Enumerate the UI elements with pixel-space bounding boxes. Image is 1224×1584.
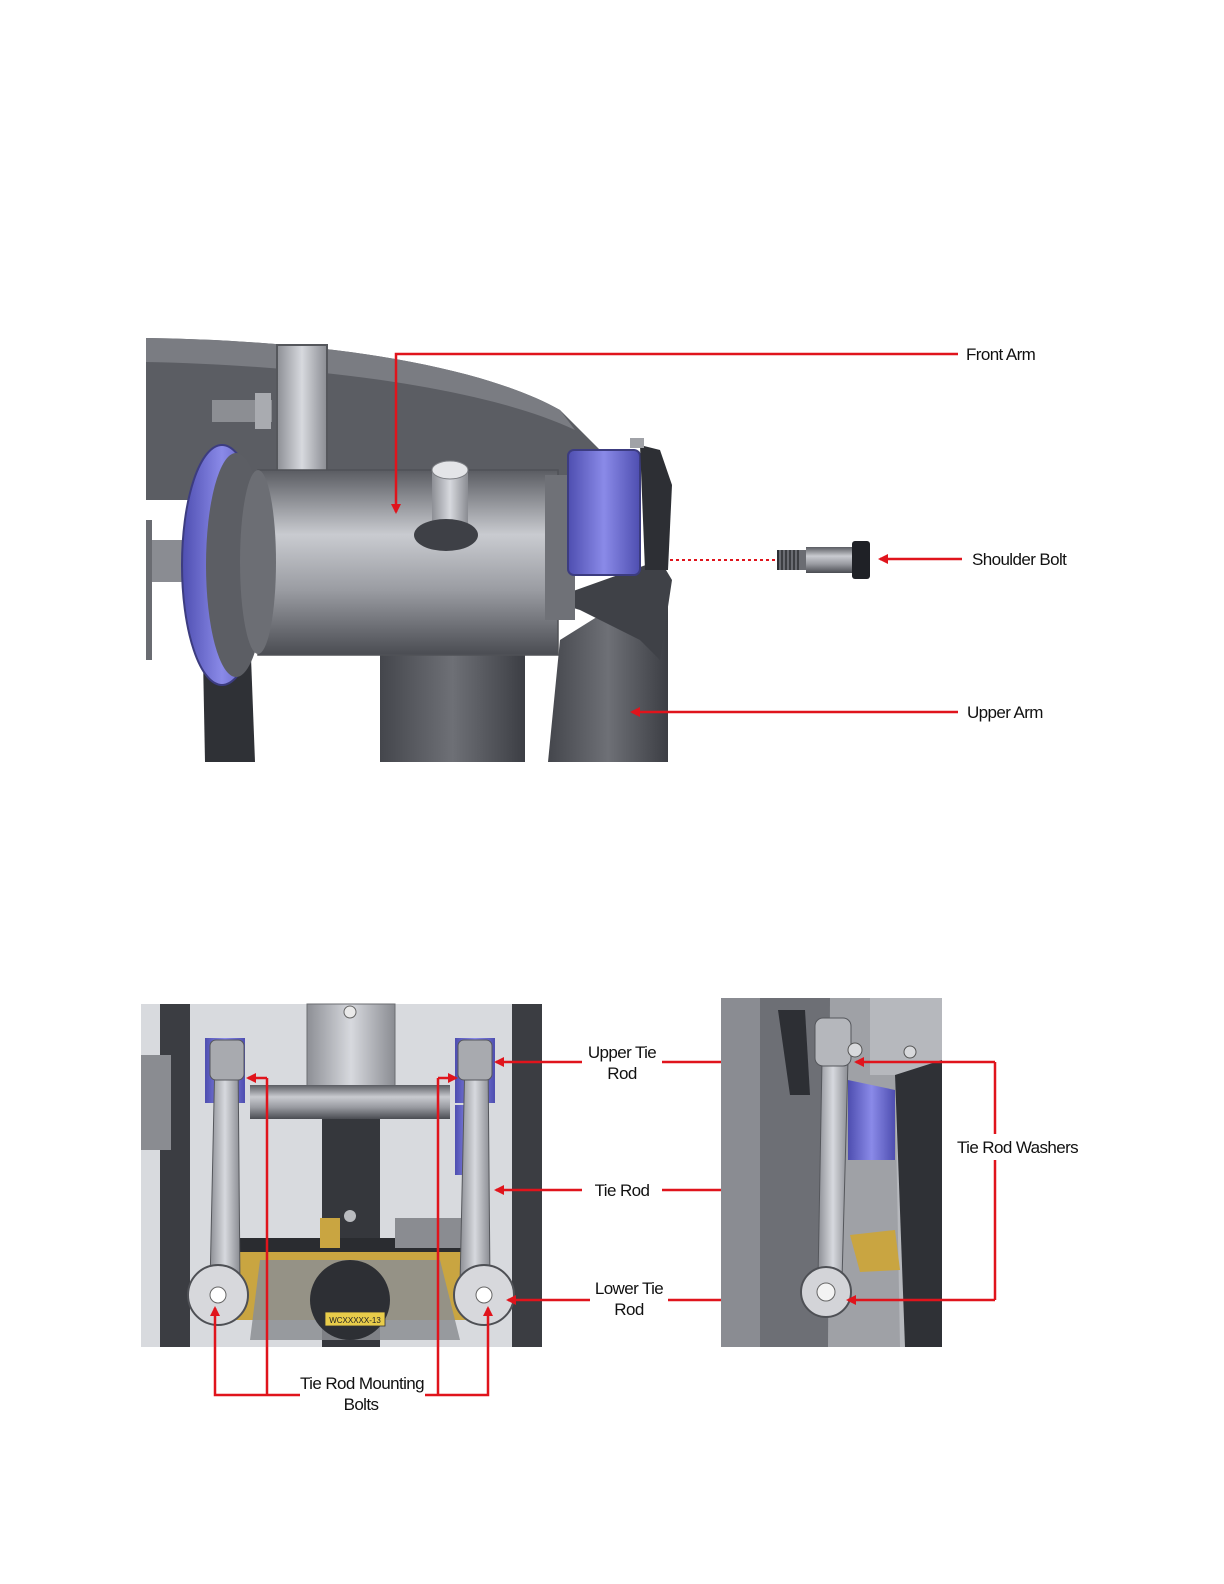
- vertical-post: [277, 345, 327, 475]
- upper-tie-rod-label-line2: Rod: [607, 1064, 637, 1083]
- figure-2-illustration: WCXXXXX-13: [141, 1004, 542, 1347]
- lower-tie-rod-label-line1: Lower Tie: [595, 1279, 663, 1298]
- tie-rod-label: Tie Rod: [595, 1181, 650, 1200]
- shoulder-bolt-label: Shoulder Bolt: [972, 550, 1067, 569]
- figure-1-arm-assembly: Front Arm Shoulder Bolt Upper Arm: [146, 338, 1067, 762]
- part-tag-text: WCXXXXX-13: [329, 1316, 381, 1325]
- lower-tie-rod-label-line2: Rod: [614, 1300, 644, 1319]
- upper-arm-tube-left: [380, 640, 525, 762]
- left-tie-rod: [210, 1055, 240, 1285]
- upper-arm-label: Upper Arm: [967, 703, 1043, 722]
- right-tie-rod: [460, 1055, 490, 1285]
- shoulder-bolt: [778, 541, 870, 579]
- figure-3-illustration: [721, 998, 942, 1347]
- mounting-bolts-label-line1: Tie Rod Mounting: [300, 1374, 424, 1393]
- tie-rod-washers-label: Tie Rod Washers: [957, 1138, 1078, 1157]
- mounting-bolts-label-line2: Bolts: [344, 1395, 379, 1414]
- right-bushing: [568, 450, 640, 575]
- figure-3-side-view: Tie Rod Washers: [721, 998, 1078, 1347]
- figure-1-illustration: [146, 338, 672, 762]
- upper-tie-rod-label-line1: Upper Tie: [588, 1043, 656, 1062]
- front-arm-label: Front Arm: [966, 345, 1036, 364]
- front-arm-pivot-cylinder: [258, 470, 558, 655]
